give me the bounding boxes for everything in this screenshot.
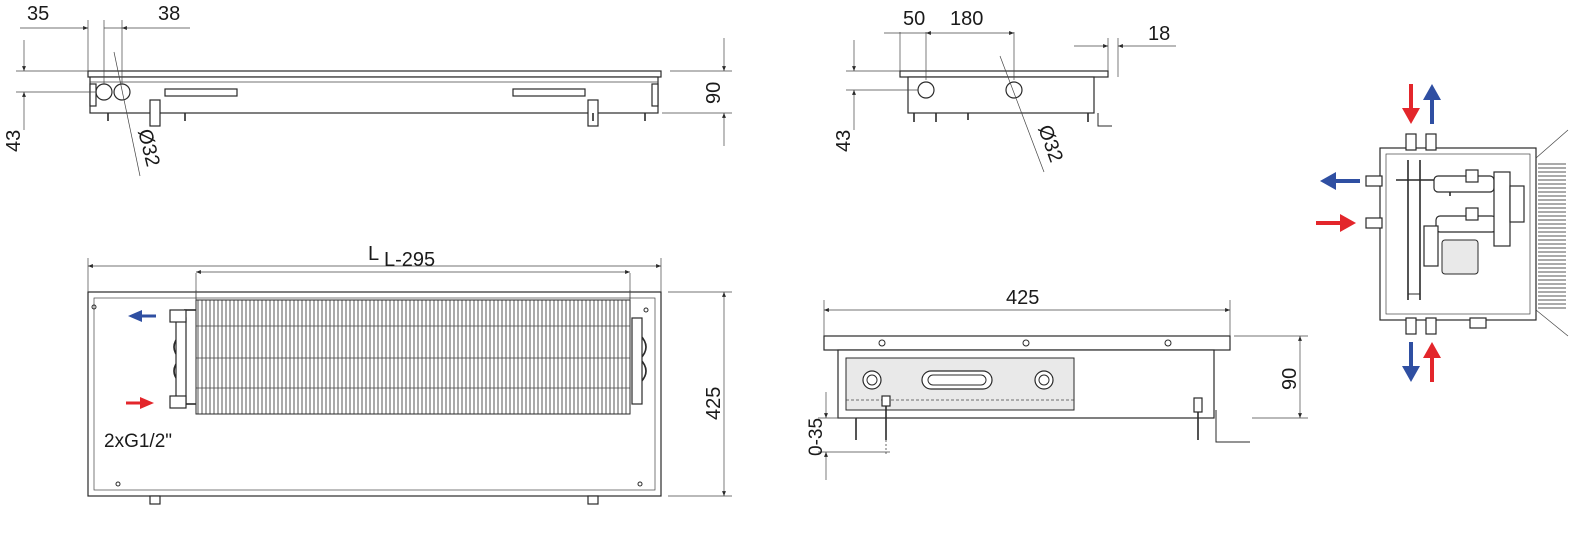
side-view-frame [87,70,662,78]
dim-height-adjust: 0-35 [806,418,827,456]
arrow-up-red-icon [1423,342,1441,358]
dim-43-end: 43 [833,130,855,152]
leveling-bracket [149,99,161,127]
valve-housing [1379,147,1537,321]
dim-length: L [368,243,379,265]
detail-fins [1538,163,1566,309]
mount-slot [164,88,238,97]
dim-depth-plan: 425 [703,387,725,420]
valve-cap [1465,207,1479,221]
arrow-up-blue-icon [1423,84,1441,100]
dim-diameter-side: Ø32 [133,127,163,169]
dim-length-minus: L-295 [384,249,435,271]
pipe-nut [1034,370,1054,390]
actuator [1441,239,1479,275]
heat-exchanger-fins [196,300,630,414]
mount-slot [512,88,586,97]
valve-cap [1465,169,1479,183]
side-view: 35 38 90 43 Ø32 [3,3,732,177]
dim-35: 35 [27,3,49,25]
dim-18: 18 [1148,23,1170,45]
end-view-body [907,76,1095,114]
dim-43-side: 43 [3,130,25,152]
dim-180: 180 [950,8,983,30]
dim-38: 38 [158,3,180,25]
valve-body-upper [1433,175,1495,193]
pipe-outlet [169,309,187,323]
end-view: 50 180 18 43 Ø32 [833,8,1176,173]
pipe-connection [917,81,935,99]
handle-slot [921,370,993,390]
arrow-left-blue-icon [128,310,142,322]
arrow-right-red-icon [140,397,154,409]
pipe-connection [1005,81,1023,99]
arrow-down-red-icon [1402,108,1420,124]
pipe-connection [95,83,113,101]
pipe-inlet [169,395,187,409]
plan-view: 2xG1/2" L L-295 425 [87,243,732,505]
front-view: 425 90 0-35 [806,287,1308,480]
end-view-frame [899,70,1109,78]
valve-detail [1316,84,1569,382]
pipe-nut [862,370,882,390]
dim-50: 50 [903,8,925,30]
arrow-down-blue-icon [1402,366,1420,382]
dim-diameter-end: Ø32 [1033,122,1067,165]
connection-size: 2xG1/2" [104,431,172,452]
dim-depth-front: 425 [1006,287,1039,309]
dim-height-front: 90 [1279,368,1301,390]
arrow-left-blue-icon [1320,172,1336,190]
arrow-right-red-icon [1340,214,1356,232]
dim-90-side: 90 [703,82,725,104]
pipe-connection [113,83,131,101]
